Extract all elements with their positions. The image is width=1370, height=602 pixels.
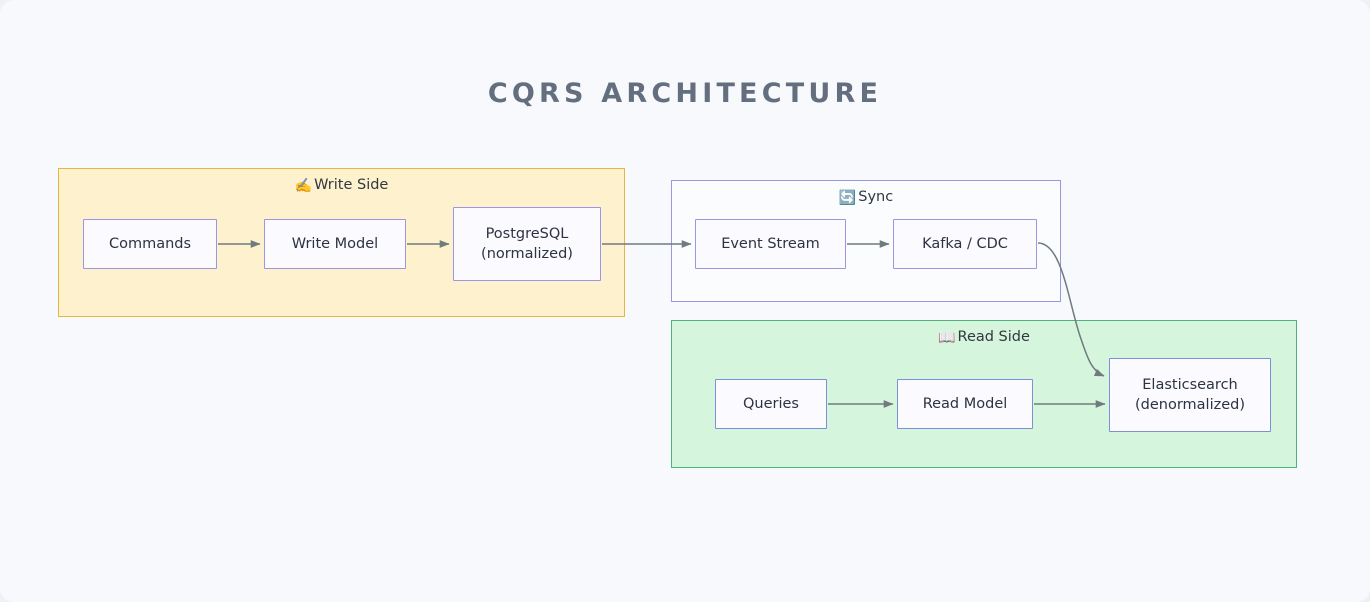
writing-hand-icon: ✍️ <box>294 178 313 194</box>
group-write-side-label: ✍️Write Side <box>59 176 624 195</box>
node-kafka-cdc[interactable]: Kafka / CDC <box>893 219 1037 269</box>
node-postgresql[interactable]: PostgreSQL (normalized) <box>453 207 601 281</box>
node-commands[interactable]: Commands <box>83 219 217 269</box>
group-write-side-text: Write Side <box>314 177 389 193</box>
group-read-side-text: Read Side <box>957 329 1030 345</box>
node-event-stream[interactable]: Event Stream <box>695 219 846 269</box>
node-kafka-cdc-label: Kafka / CDC <box>922 236 1008 252</box>
node-postgresql-sublabel: (normalized) <box>481 246 573 262</box>
node-elasticsearch-label: Elasticsearch <box>1142 377 1238 393</box>
sync-arrows-icon: 🔄 <box>838 190 857 206</box>
node-elasticsearch-text: Elasticsearch (denormalized) <box>1135 375 1245 415</box>
node-read-model[interactable]: Read Model <box>897 379 1033 429</box>
group-read-side-label: 📖Read Side <box>672 328 1296 347</box>
node-postgresql-label: PostgreSQL <box>485 226 569 242</box>
node-queries[interactable]: Queries <box>715 379 827 429</box>
node-elasticsearch[interactable]: Elasticsearch (denormalized) <box>1109 358 1271 432</box>
open-book-icon: 📖 <box>938 330 956 346</box>
node-write-model-label: Write Model <box>291 236 379 252</box>
node-read-model-label: Read Model <box>922 396 1008 412</box>
node-write-model[interactable]: Write Model <box>264 219 406 269</box>
group-sync-label: 🔄Sync <box>672 188 1060 207</box>
node-elasticsearch-sublabel: (denormalized) <box>1134 397 1245 413</box>
group-sync-text: Sync <box>858 189 894 205</box>
page-title: CQRS ARCHITECTURE <box>487 78 883 109</box>
node-event-stream-label: Event Stream <box>721 236 820 252</box>
node-commands-label: Commands <box>108 236 192 252</box>
node-queries-label: Queries <box>743 396 799 412</box>
node-postgresql-text: PostgreSQL (normalized) <box>481 224 573 264</box>
